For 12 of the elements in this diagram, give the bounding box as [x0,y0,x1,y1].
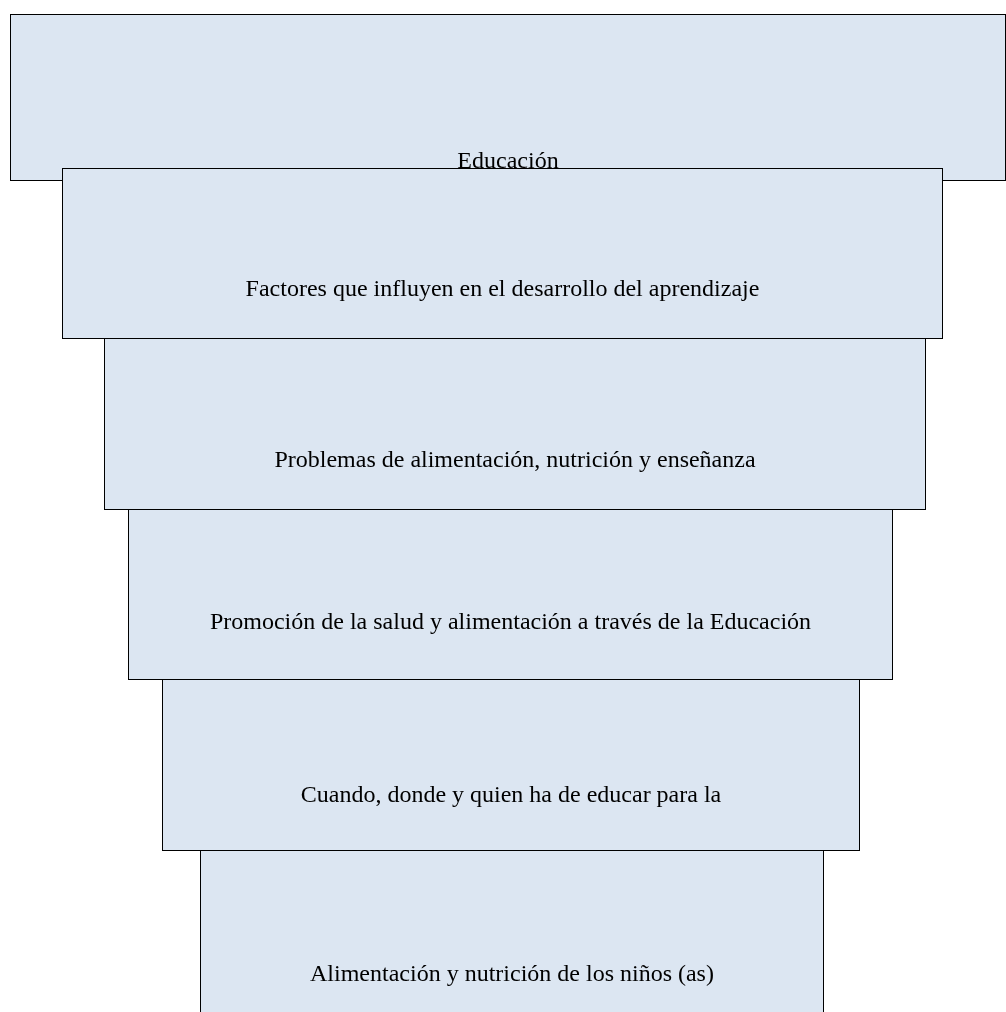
level-label: Promoción de la salud y alimentación a través de la Educación [209,607,812,636]
funnel-level-box [62,168,943,339]
level-label: Alimentación y nutrición de los niños (as) [310,959,714,988]
funnel-level-box [128,509,893,680]
level-label: Factores que influyen en el desarrollo del aprendizaje [245,274,760,303]
level-label: Educación [457,146,559,175]
funnel-level-box [162,679,860,851]
funnel-level-box [104,338,926,510]
funnel-level-box [200,850,824,1012]
level-label: Cuando, donde y quien ha de educar para la [300,780,722,809]
funnel-level-box [10,14,1006,181]
level-label: Problemas de alimentación, nutrición y enseñanza [274,445,756,474]
